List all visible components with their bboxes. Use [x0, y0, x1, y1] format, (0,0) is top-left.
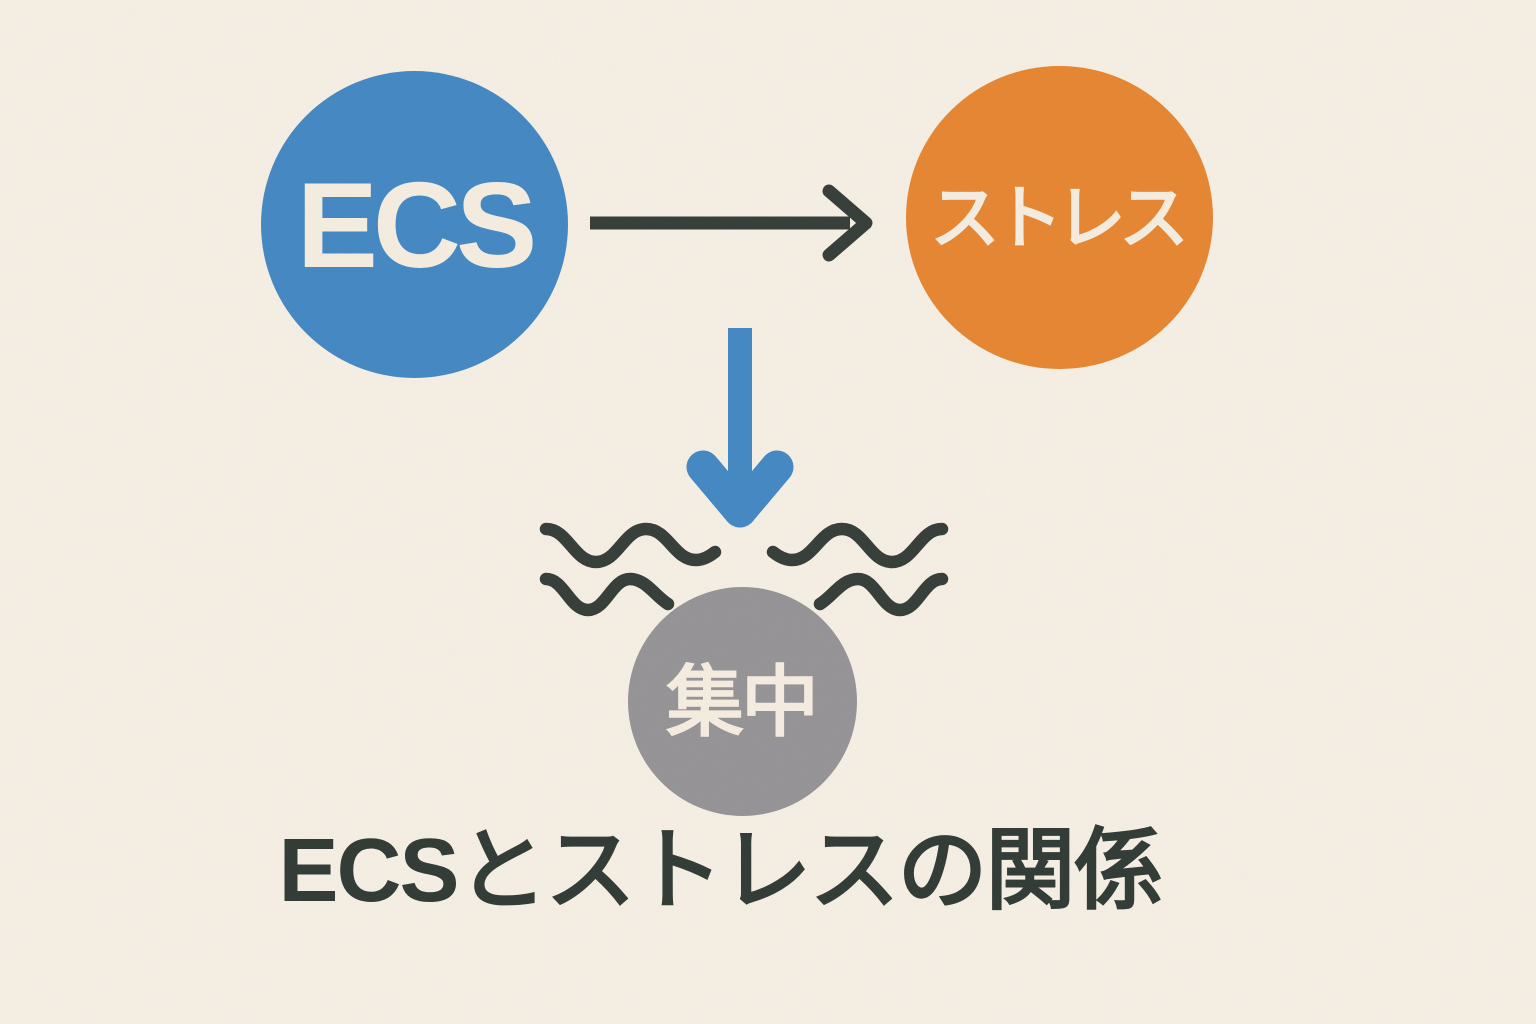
ecs-node-label: ECS	[296, 156, 538, 293]
stress-node-label: ストレス	[930, 178, 1189, 257]
arrow-down-shaft	[728, 328, 752, 508]
arrow-down-head	[686, 450, 794, 528]
wave-line-left-top	[539, 522, 722, 569]
wave-line-right-bottom	[820, 579, 942, 610]
ecs-node: ECS	[261, 71, 568, 378]
wave-line-right-top	[773, 529, 942, 562]
wave-line-left-bottom	[539, 572, 675, 617]
stress-node: ストレス	[906, 66, 1213, 369]
focus-node: 集中	[628, 587, 857, 816]
focus-node-label: 集中	[665, 657, 819, 746]
arrow-right-head	[822, 184, 873, 262]
arrow-right-icon	[590, 184, 873, 262]
diagram-title: ECSとストレスの関係	[278, 821, 1163, 921]
arrow-down-icon	[686, 328, 794, 528]
